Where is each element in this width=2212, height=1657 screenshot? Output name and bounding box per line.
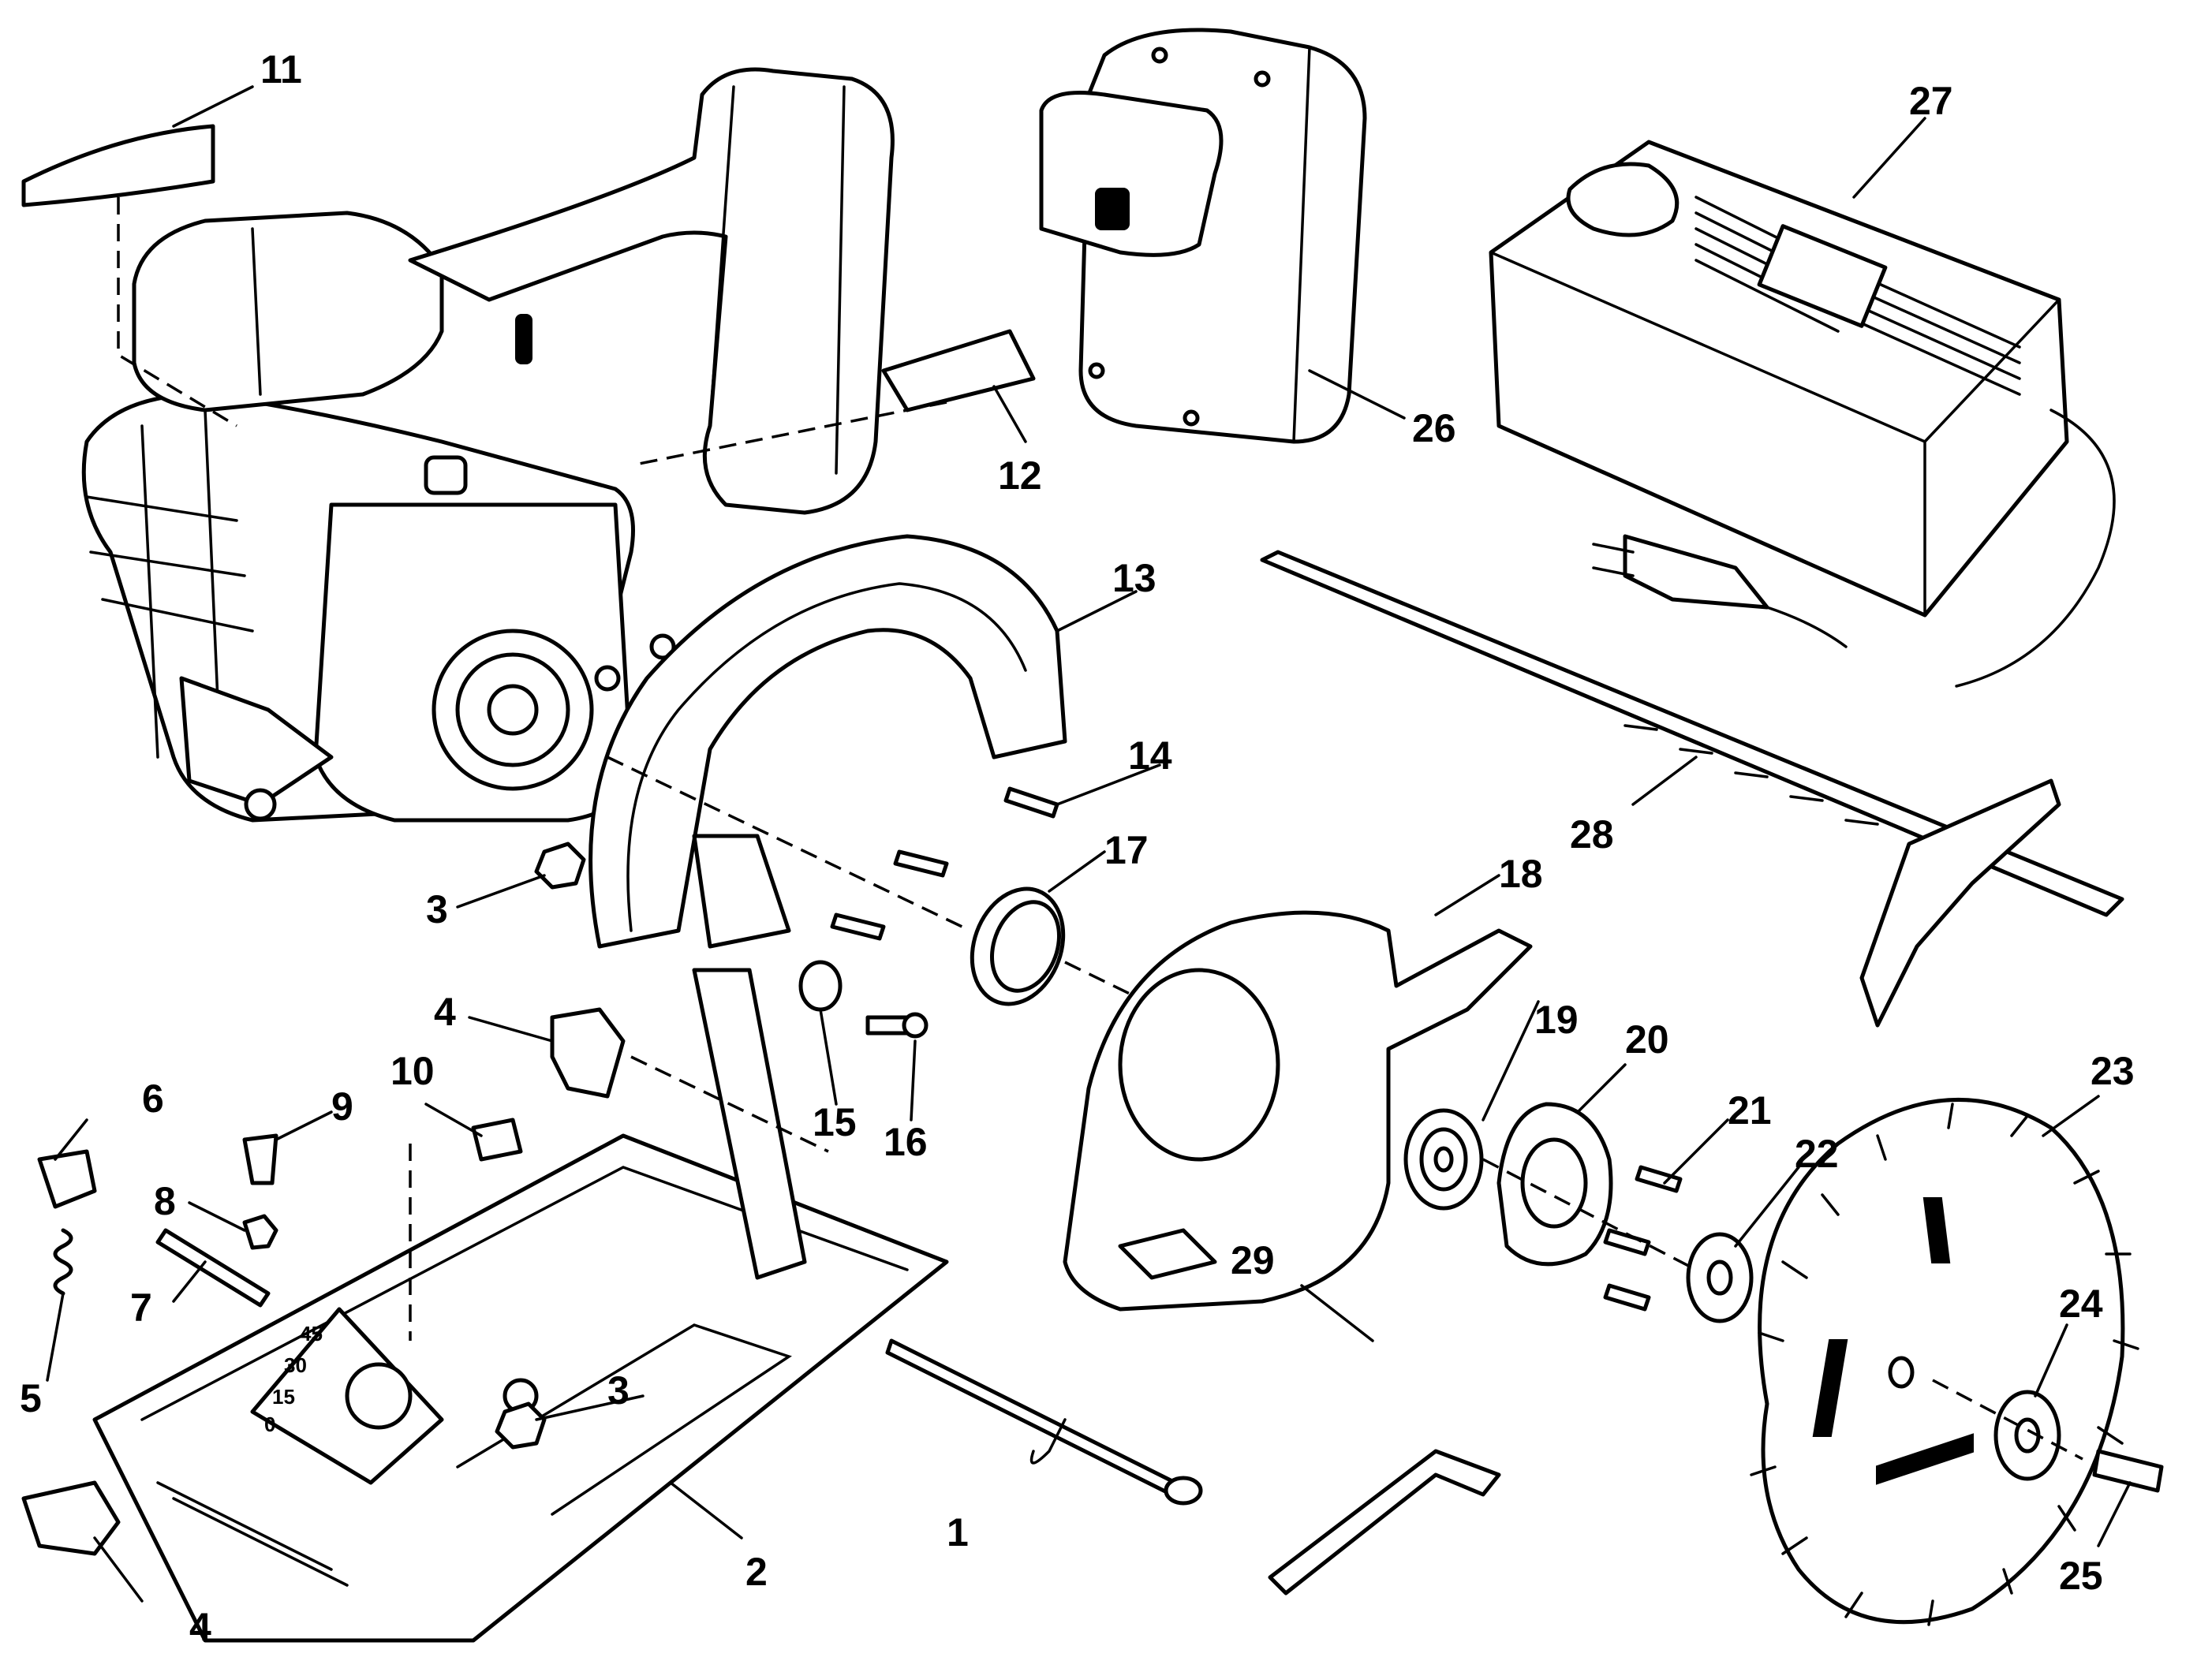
svg-text:30: 30 bbox=[284, 1353, 307, 1377]
knob-4a bbox=[550, 1007, 626, 1099]
callout-3b: 3 bbox=[607, 1368, 630, 1413]
knob-4b bbox=[21, 1480, 121, 1556]
callout-18: 18 bbox=[1499, 852, 1543, 896]
arbor-plate bbox=[1496, 1102, 1613, 1267]
callout-22: 22 bbox=[1795, 1132, 1839, 1176]
callout-8: 8 bbox=[154, 1179, 176, 1223]
callout-20: 20 bbox=[1625, 1017, 1669, 1062]
label-decal-12 bbox=[881, 329, 1036, 412]
bevel-scale: 45 30 15 0 bbox=[264, 1322, 323, 1436]
bushing bbox=[798, 960, 843, 1012]
blade-bolt bbox=[2092, 1449, 2164, 1493]
blade-washer bbox=[1993, 1390, 2061, 1481]
bevel-bolt bbox=[155, 1228, 271, 1308]
saw-blade bbox=[1750, 1097, 2139, 1626]
callout-14: 14 bbox=[1128, 733, 1172, 778]
hex-nut-3a bbox=[534, 842, 586, 890]
svg-text:15: 15 bbox=[272, 1385, 295, 1409]
compression-spring bbox=[53, 1228, 73, 1296]
callout-13: 13 bbox=[1112, 556, 1156, 600]
callout-5: 5 bbox=[20, 1376, 42, 1420]
saw-body bbox=[81, 67, 895, 823]
callout-4a: 4 bbox=[434, 990, 456, 1034]
callout-4b: 4 bbox=[189, 1605, 211, 1649]
callout-27: 27 bbox=[1909, 79, 1953, 123]
screw-set-21 bbox=[1603, 1165, 1683, 1312]
callout-labels: 1 2 3 3 4 4 5 6 7 8 9 10 11 12 13 14 15 … bbox=[20, 47, 2135, 1649]
callout-23: 23 bbox=[2091, 1049, 2135, 1093]
callout-9: 9 bbox=[331, 1084, 353, 1129]
battery-charger bbox=[1489, 140, 2116, 688]
callout-24: 24 bbox=[2059, 1282, 2103, 1326]
callout-21: 21 bbox=[1728, 1088, 1772, 1133]
callout-2: 2 bbox=[745, 1550, 768, 1594]
wing-knob bbox=[37, 1149, 97, 1209]
hex-nut-3b bbox=[495, 1401, 547, 1450]
callout-7: 7 bbox=[130, 1286, 152, 1330]
label-decal-11 bbox=[21, 124, 215, 207]
callout-26: 26 bbox=[1412, 406, 1456, 450]
screw-set-14 bbox=[830, 786, 1059, 941]
hex-nut-8 bbox=[242, 1214, 278, 1250]
pivot-rod bbox=[885, 1338, 1178, 1497]
callout-12: 12 bbox=[998, 453, 1042, 498]
svg-text:45: 45 bbox=[300, 1322, 323, 1345]
lower-blade-guard bbox=[1063, 910, 1533, 1312]
screw-10 bbox=[471, 1118, 523, 1162]
callout-6: 6 bbox=[142, 1077, 164, 1121]
battery-pack bbox=[1039, 28, 1367, 444]
callout-15: 15 bbox=[813, 1100, 857, 1144]
hex-key bbox=[1268, 1449, 1501, 1595]
pan-screw-9 bbox=[242, 1133, 278, 1185]
callout-19: 19 bbox=[1534, 998, 1579, 1042]
callout-29: 29 bbox=[1231, 1238, 1275, 1282]
callout-16: 16 bbox=[884, 1120, 928, 1164]
callout-28: 28 bbox=[1570, 812, 1614, 856]
svg-text:0: 0 bbox=[264, 1413, 275, 1436]
callout-3a: 3 bbox=[426, 887, 448, 931]
callout-10: 10 bbox=[390, 1049, 435, 1093]
outer-washer bbox=[1686, 1232, 1754, 1323]
rip-fence bbox=[1260, 550, 2124, 1028]
callout-1: 1 bbox=[947, 1510, 969, 1554]
base-shoe: 45 30 15 0 bbox=[92, 968, 949, 1643]
spring bbox=[970, 886, 1066, 1006]
callout-11: 11 bbox=[260, 47, 302, 91]
leader-lines bbox=[46, 85, 2132, 1603]
inner-washer bbox=[1403, 1108, 1484, 1211]
upper-blade-guard bbox=[588, 534, 1067, 949]
callout-17: 17 bbox=[1104, 828, 1149, 872]
callout-25: 25 bbox=[2059, 1554, 2103, 1598]
